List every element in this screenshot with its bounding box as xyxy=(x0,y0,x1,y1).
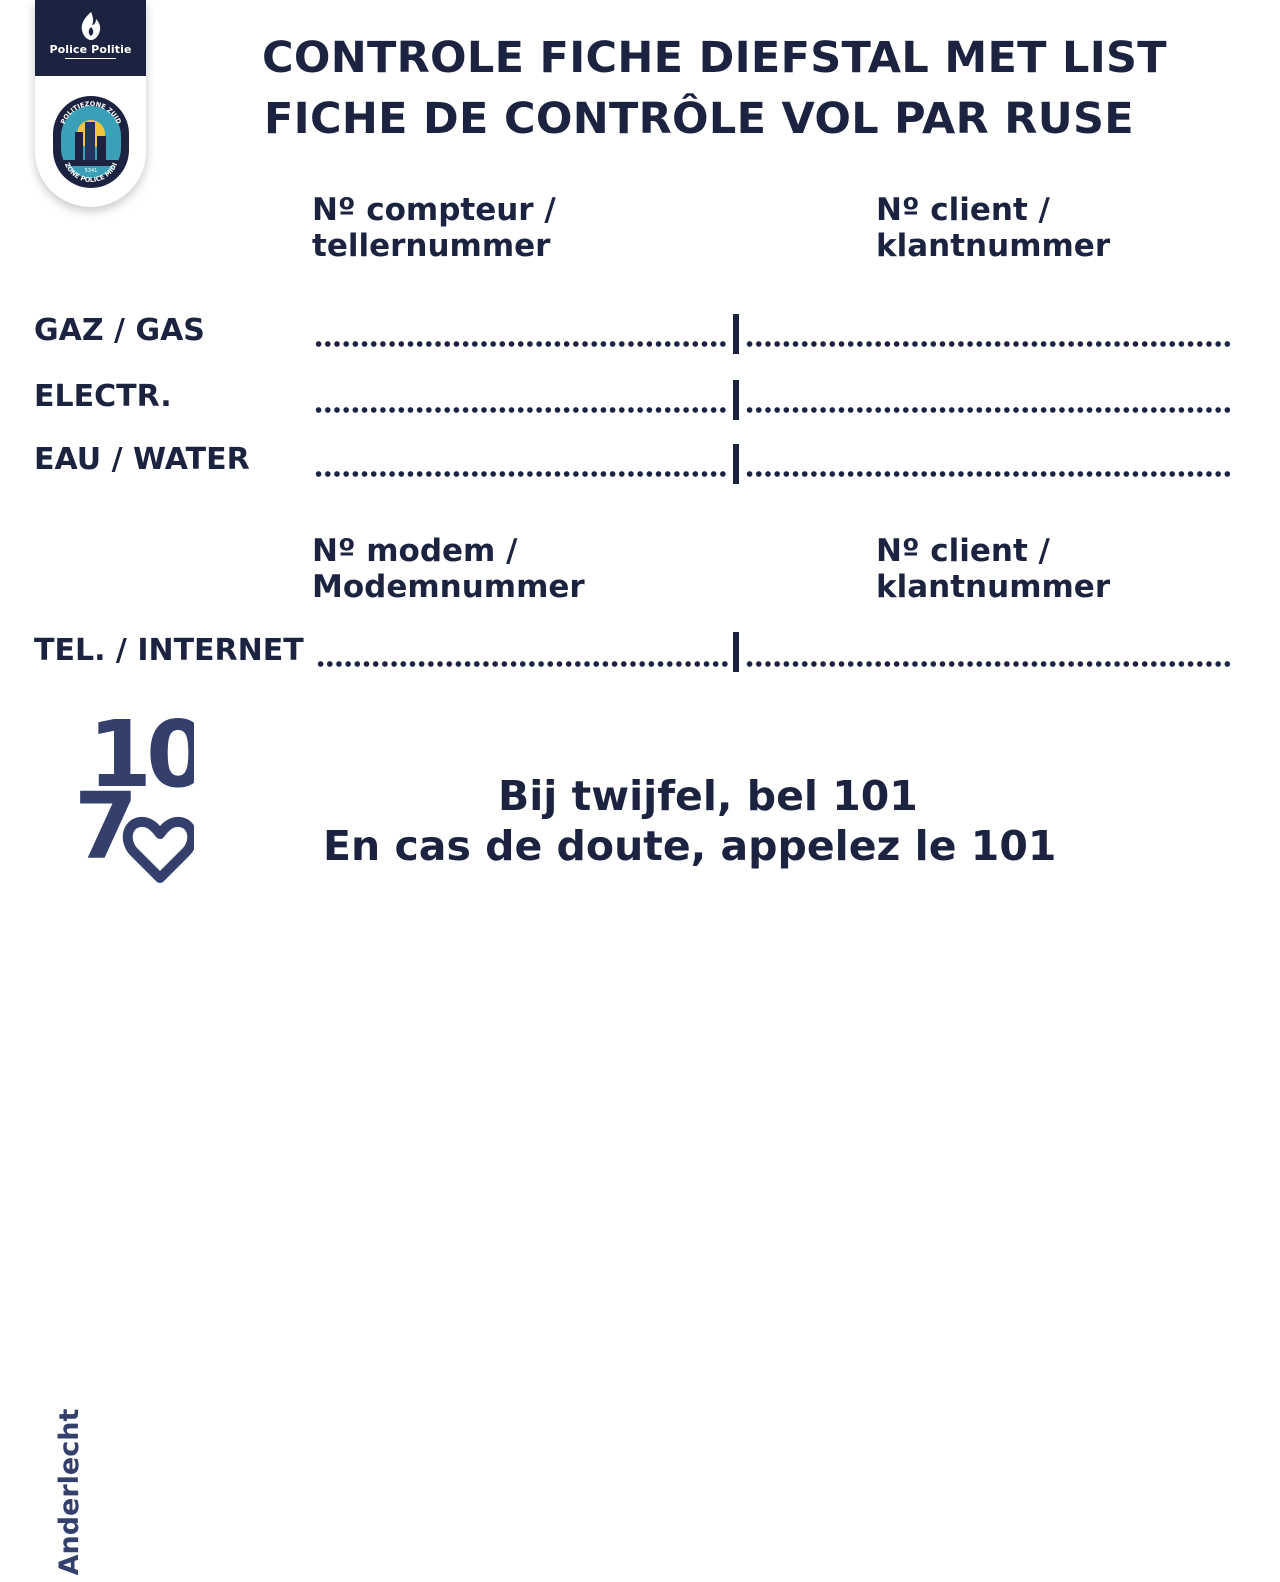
brand-underline xyxy=(65,58,116,59)
electricity-meter-field[interactable] xyxy=(314,406,728,414)
badge-header: Police Politie xyxy=(35,0,146,76)
police-badge: Police Politie POLITIEZONE ZUID ZONE POL… xyxy=(35,0,146,207)
footer-french: En cas de doute, appelez le 101 xyxy=(323,822,1057,870)
title-dutch: CONTROLE FICHE DIEFSTAL MET LIST xyxy=(262,33,1167,83)
gas-client-field[interactable] xyxy=(745,340,1230,348)
seal-number: 5341 xyxy=(85,168,98,174)
water-meter-field[interactable] xyxy=(314,470,728,478)
water-client-field[interactable] xyxy=(745,470,1230,478)
row-label-gas: GAZ / GAS xyxy=(34,313,205,348)
brand-text: Police Politie xyxy=(49,43,132,56)
telecom-client-header: Nº client / xyxy=(876,533,1050,569)
field-separator xyxy=(733,380,739,420)
title-french: FICHE DE CONTRÔLE VOL PAR RUSE xyxy=(264,94,1134,144)
modem-number-field[interactable] xyxy=(316,660,728,668)
meter-number-header-line2: tellernummer xyxy=(312,228,551,264)
modem-number-header-line2: Modemnummer xyxy=(312,569,585,605)
flame-icon xyxy=(81,12,101,40)
field-separator xyxy=(733,314,739,354)
row-label-water: EAU / WATER xyxy=(34,442,250,477)
electricity-client-field[interactable] xyxy=(745,406,1230,414)
field-separator xyxy=(733,632,739,672)
field-separator xyxy=(733,444,739,484)
telecom-client-field[interactable] xyxy=(745,660,1230,668)
logo-digits-top: 10 xyxy=(88,708,194,808)
modem-number-header: Nº modem / xyxy=(312,533,518,569)
anderlecht-word: Anderlecht xyxy=(54,1408,85,1576)
zone-seal-icon: POLITIEZONE ZUID ZONE POLICE MIDI 5341 xyxy=(53,96,129,188)
meter-number-header: Nº compteur / xyxy=(312,192,556,228)
row-label-telecom: TEL. / INTERNET xyxy=(34,633,304,668)
client-number-header-line2: klantnummer xyxy=(876,228,1111,264)
footer-dutch: Bij twijfel, bel 101 xyxy=(498,772,918,820)
heart-icon xyxy=(122,816,194,883)
anderlecht-1070-mark: 10 7 xyxy=(74,708,194,883)
client-number-header: Nº client / xyxy=(876,192,1050,228)
row-label-electricity: ELECTR. xyxy=(34,379,172,414)
telecom-client-header-line2: klantnummer xyxy=(876,569,1111,605)
gas-meter-field[interactable] xyxy=(314,340,728,348)
anderlecht-logo: 10 7 Anderlecht xyxy=(14,708,194,1575)
